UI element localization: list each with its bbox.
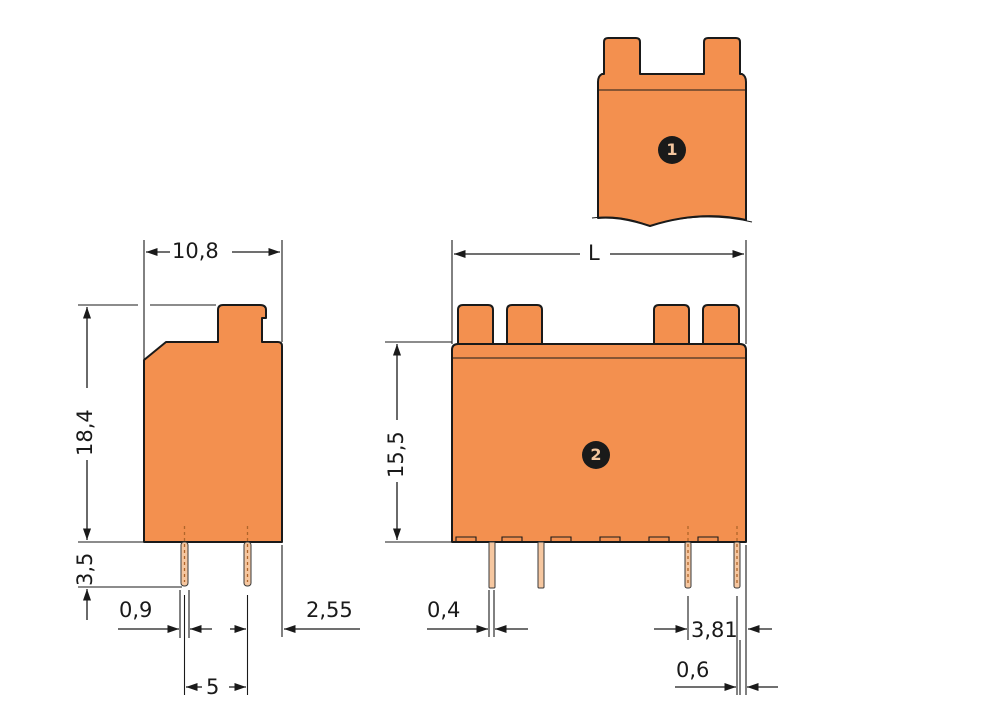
dim-height-label: 18,4 bbox=[73, 409, 97, 456]
dim-pin-pitch-label: 5 bbox=[206, 675, 220, 699]
dim-front-pitch-label: 3,81 bbox=[691, 618, 738, 642]
break-line bbox=[591, 216, 753, 227]
dim-length-label: L bbox=[588, 241, 600, 265]
badge-1-label: 1 bbox=[666, 140, 678, 159]
badge-2-label: 2 bbox=[590, 445, 602, 464]
dim-pin-length-label: 3,5 bbox=[73, 552, 97, 586]
front-view bbox=[385, 240, 778, 695]
dim-end-offset-label: 0,6 bbox=[676, 658, 710, 682]
side-view bbox=[78, 240, 360, 695]
dim-pin-thickness-label: 0,4 bbox=[427, 598, 461, 622]
dim-front-height-label: 15,5 bbox=[384, 431, 408, 478]
dim-pin-offset-label: 2,55 bbox=[306, 598, 353, 622]
badge-1 bbox=[658, 136, 686, 164]
dim-pin-width-label: 0,9 bbox=[119, 598, 153, 622]
badge-2 bbox=[582, 441, 610, 469]
dim-width-label: 10,8 bbox=[172, 239, 219, 263]
top-detail-view bbox=[591, 37, 753, 227]
